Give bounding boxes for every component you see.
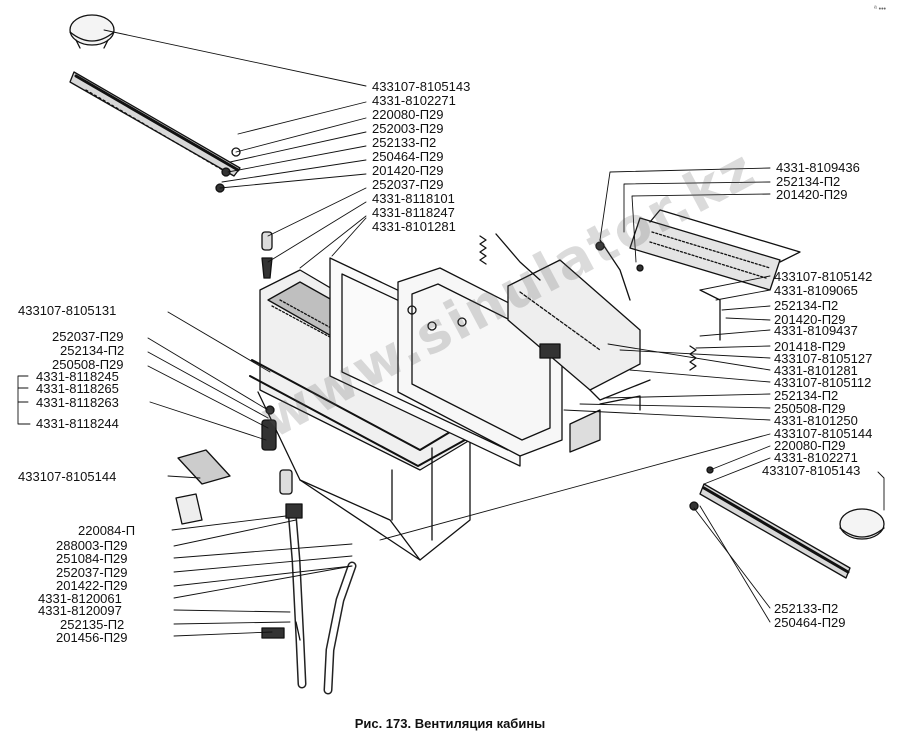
label-bottom-left: 4331-8120097 xyxy=(38,603,122,618)
label-top-left: 4331-8118247 xyxy=(372,205,455,220)
label-right: 201418-П29 xyxy=(774,339,846,354)
small-fittings-left xyxy=(261,405,277,451)
label-right: 433107-8105142 xyxy=(774,269,873,284)
round-cover-top-left xyxy=(69,14,115,49)
label-top-left: 252133-П2 xyxy=(372,135,437,150)
label-top-right: 4331-8109436 xyxy=(776,160,860,175)
label-left: 433107-8105131 xyxy=(18,303,117,318)
label-top-right: 201420-П29 xyxy=(776,187,848,202)
label-top-left: 433107-8105143 xyxy=(372,79,471,94)
label-right: 4331-8102271 xyxy=(774,450,858,465)
spring-upper xyxy=(479,233,541,281)
label-bottom-left: 252037-П29 xyxy=(56,565,128,580)
round-cover-bottom-right xyxy=(839,508,885,540)
label-bottom-right: 250464-П29 xyxy=(774,615,846,630)
label-bottom-left: 433107-8105144 xyxy=(18,469,117,484)
label-top-left: 252003-П29 xyxy=(372,121,444,136)
figure-caption: Рис. 173. Вентиляция кабины xyxy=(354,716,546,731)
label-right: 252134-П2 xyxy=(774,388,839,403)
label-right: 433107-8105112 xyxy=(774,375,872,390)
label-right: 220080-П29 xyxy=(774,438,846,453)
label-top-left: 4331-8102271 xyxy=(372,93,456,108)
small-fittings-upper xyxy=(261,231,273,279)
label-left: 250508-П29 xyxy=(52,357,124,372)
label-bottom-left: 4331-8120061 xyxy=(38,591,122,606)
label-right: 4331-8109437 xyxy=(774,323,858,338)
label-right: 252134-П2 xyxy=(774,298,839,313)
rail-top-left xyxy=(69,71,241,193)
flap-box xyxy=(507,259,651,401)
label-left: 252037-П29 xyxy=(52,329,124,344)
drain-pipes xyxy=(261,469,357,695)
corner-mark: ª ••• xyxy=(874,6,886,13)
label-top-left: 4331-8101281 xyxy=(372,219,456,234)
label-top-left: 250464-П29 xyxy=(372,149,444,164)
label-top-left: 252037-П29 xyxy=(372,177,444,192)
label-left: 252134-П2 xyxy=(60,343,125,358)
label-bottom-left: 251084-П29 xyxy=(56,551,128,566)
label-left: 4331-8118245 xyxy=(36,369,119,384)
label-right: 433107-8105127 xyxy=(774,351,873,366)
label-top-right: 252134-П2 xyxy=(776,174,841,189)
label-bottom-left: 201422-П29 xyxy=(56,578,128,593)
label-right: 201420-П29 xyxy=(774,312,846,327)
label-top-left: 220080-П29 xyxy=(372,107,444,122)
label-left: 4331-8118244 xyxy=(36,416,119,431)
label-bottom-left: 220084-П xyxy=(78,523,136,538)
label-bottom-left: 201456-П29 xyxy=(56,630,128,645)
bracket-left xyxy=(17,375,31,425)
label-top-left: 201420-П29 xyxy=(372,163,444,178)
label-bottom-left: 252135-П2 xyxy=(60,617,125,632)
label-right: 4331-8101250 xyxy=(774,413,858,428)
label-right: 4331-8109065 xyxy=(774,283,858,298)
leader-lines xyxy=(103,29,885,637)
label-bottom-left: 288003-П29 xyxy=(56,538,128,553)
label-left: 4331-8118265 xyxy=(36,381,119,396)
label-right: 4331-8101281 xyxy=(774,363,858,378)
rail-bottom-right xyxy=(689,466,851,579)
small-plate-left xyxy=(175,449,231,525)
label-top-left: 4331-8118101 xyxy=(372,191,455,206)
label-left: 4331-8118263 xyxy=(36,395,119,410)
label-right: 433107-8105143 xyxy=(762,463,861,478)
label-right: 250508-П29 xyxy=(774,401,846,416)
lower-bracket xyxy=(569,395,641,453)
label-right: 433107-8105144 xyxy=(774,426,873,441)
label-bottom-right: 252133-П2 xyxy=(774,601,839,616)
